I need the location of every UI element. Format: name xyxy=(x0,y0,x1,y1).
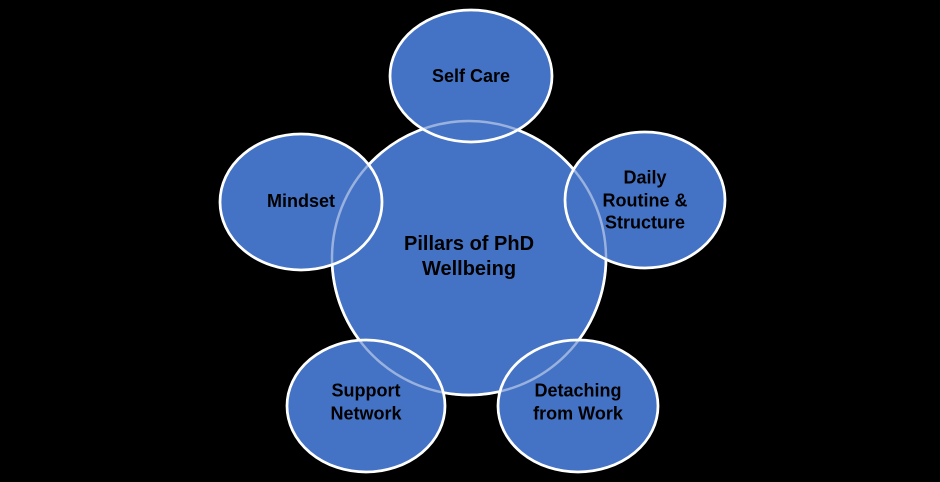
node-label-daily-routine-structure: Daily Routine & Structure xyxy=(602,167,688,233)
node-label-self-care: Self Care xyxy=(431,65,511,86)
center-node-label: Pillars of PhD Wellbeing xyxy=(403,233,535,280)
node-circle-detaching-from-work xyxy=(496,338,660,474)
node-circle-daily-routine-structure xyxy=(563,130,727,270)
node-circle-self-care xyxy=(388,8,554,144)
center-node-outline-overlay xyxy=(330,119,608,397)
node-label-mindset: Mindset xyxy=(266,190,336,211)
node-label-support-network: Support Network xyxy=(330,380,402,424)
node-circle-mindset xyxy=(218,132,384,272)
node-label-detaching-from-work: Detaching from Work xyxy=(533,380,623,424)
node-circle-support-network xyxy=(285,338,447,474)
